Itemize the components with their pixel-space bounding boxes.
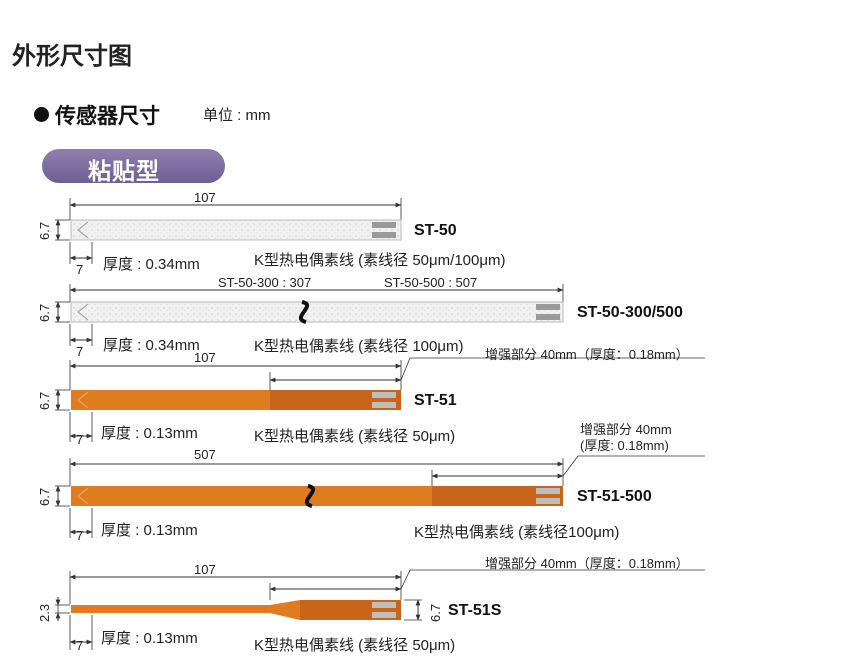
thickness-label: 厚度 : 0.34mm bbox=[103, 256, 200, 273]
length-label: ST-50-500 : 507 bbox=[384, 275, 478, 290]
sensor-name: ST-51-500 bbox=[577, 488, 652, 505]
reinforce-label-line-2: (厚度: 0.18mm) bbox=[580, 438, 669, 453]
sensor-st-51 bbox=[55, 357, 705, 442]
wire-label: K型热电偶素线 (素线径 50μm) bbox=[254, 637, 456, 654]
sensor-name: ST-51 bbox=[414, 392, 457, 409]
sensor-st-50 bbox=[55, 198, 402, 264]
page-title: 外形尺寸图 bbox=[12, 43, 132, 70]
wire-label: K型热电偶素线 (素线径 100μm) bbox=[254, 338, 464, 355]
length-label: ST-50-300 : 307 bbox=[218, 275, 312, 290]
reinforce-label-line-1: 增强部分 40mm bbox=[580, 422, 672, 437]
sensor-name: ST-50 bbox=[414, 222, 457, 239]
sensor-st-50-300-500 bbox=[55, 284, 564, 346]
tab-label: 7 bbox=[76, 432, 84, 447]
tab-label: 7 bbox=[76, 344, 84, 359]
unit-label: 单位 : mm bbox=[203, 107, 271, 124]
break-icon bbox=[298, 300, 310, 324]
sensor-st-51s bbox=[55, 569, 705, 650]
sensor-st-51-500 bbox=[55, 455, 705, 538]
thickness-label: 厚度 : 0.13mm bbox=[101, 522, 198, 539]
sensor-strip bbox=[70, 301, 564, 323]
reinforce-label: 增强部分 40mm（厚度：0.18mm） bbox=[485, 347, 689, 362]
section-title: 传感器尺寸 bbox=[34, 100, 160, 130]
width-label: 6.7 bbox=[37, 221, 52, 240]
section-title-text: 传感器尺寸 bbox=[55, 105, 160, 128]
sensor-name: ST-51S bbox=[448, 602, 502, 619]
width-label: 6.7 bbox=[37, 303, 52, 322]
sensor-strip bbox=[70, 219, 402, 241]
length-label: 107 bbox=[194, 190, 216, 205]
wire-label: K型热电偶素线 (素线径100μm) bbox=[414, 524, 620, 541]
wire-label: K型热电偶素线 (素线径 50μm/100μm) bbox=[254, 252, 506, 269]
category-pill: 粘贴型 bbox=[42, 149, 225, 184]
width-label: 6.7 bbox=[37, 391, 52, 410]
thickness-label: 厚度 : 0.34mm bbox=[103, 337, 200, 354]
width-label: 2.3 bbox=[37, 603, 52, 622]
tab-label: 7 bbox=[76, 262, 84, 277]
length-label: 507 bbox=[194, 447, 216, 462]
thickness-label: 厚度 : 0.13mm bbox=[101, 425, 198, 442]
wire-label: K型热电偶素线 (素线径 50μm) bbox=[254, 428, 456, 445]
sensor-name: ST-50-300/500 bbox=[577, 304, 683, 321]
tab-label: 7 bbox=[76, 638, 84, 653]
reinforce-label: 增强部分 40mm（厚度：0.18mm） bbox=[485, 556, 689, 571]
length-label: 107 bbox=[194, 350, 216, 365]
length-label: 107 bbox=[194, 562, 216, 577]
width-label: 6.7 bbox=[37, 487, 52, 506]
width-label-2: 6.7 bbox=[428, 603, 443, 622]
bullet-icon bbox=[34, 107, 49, 122]
break-icon bbox=[304, 484, 316, 508]
tab-label: 7 bbox=[76, 528, 84, 543]
thickness-label: 厚度 : 0.13mm bbox=[101, 630, 198, 647]
category-label: 粘贴型 bbox=[88, 158, 160, 184]
